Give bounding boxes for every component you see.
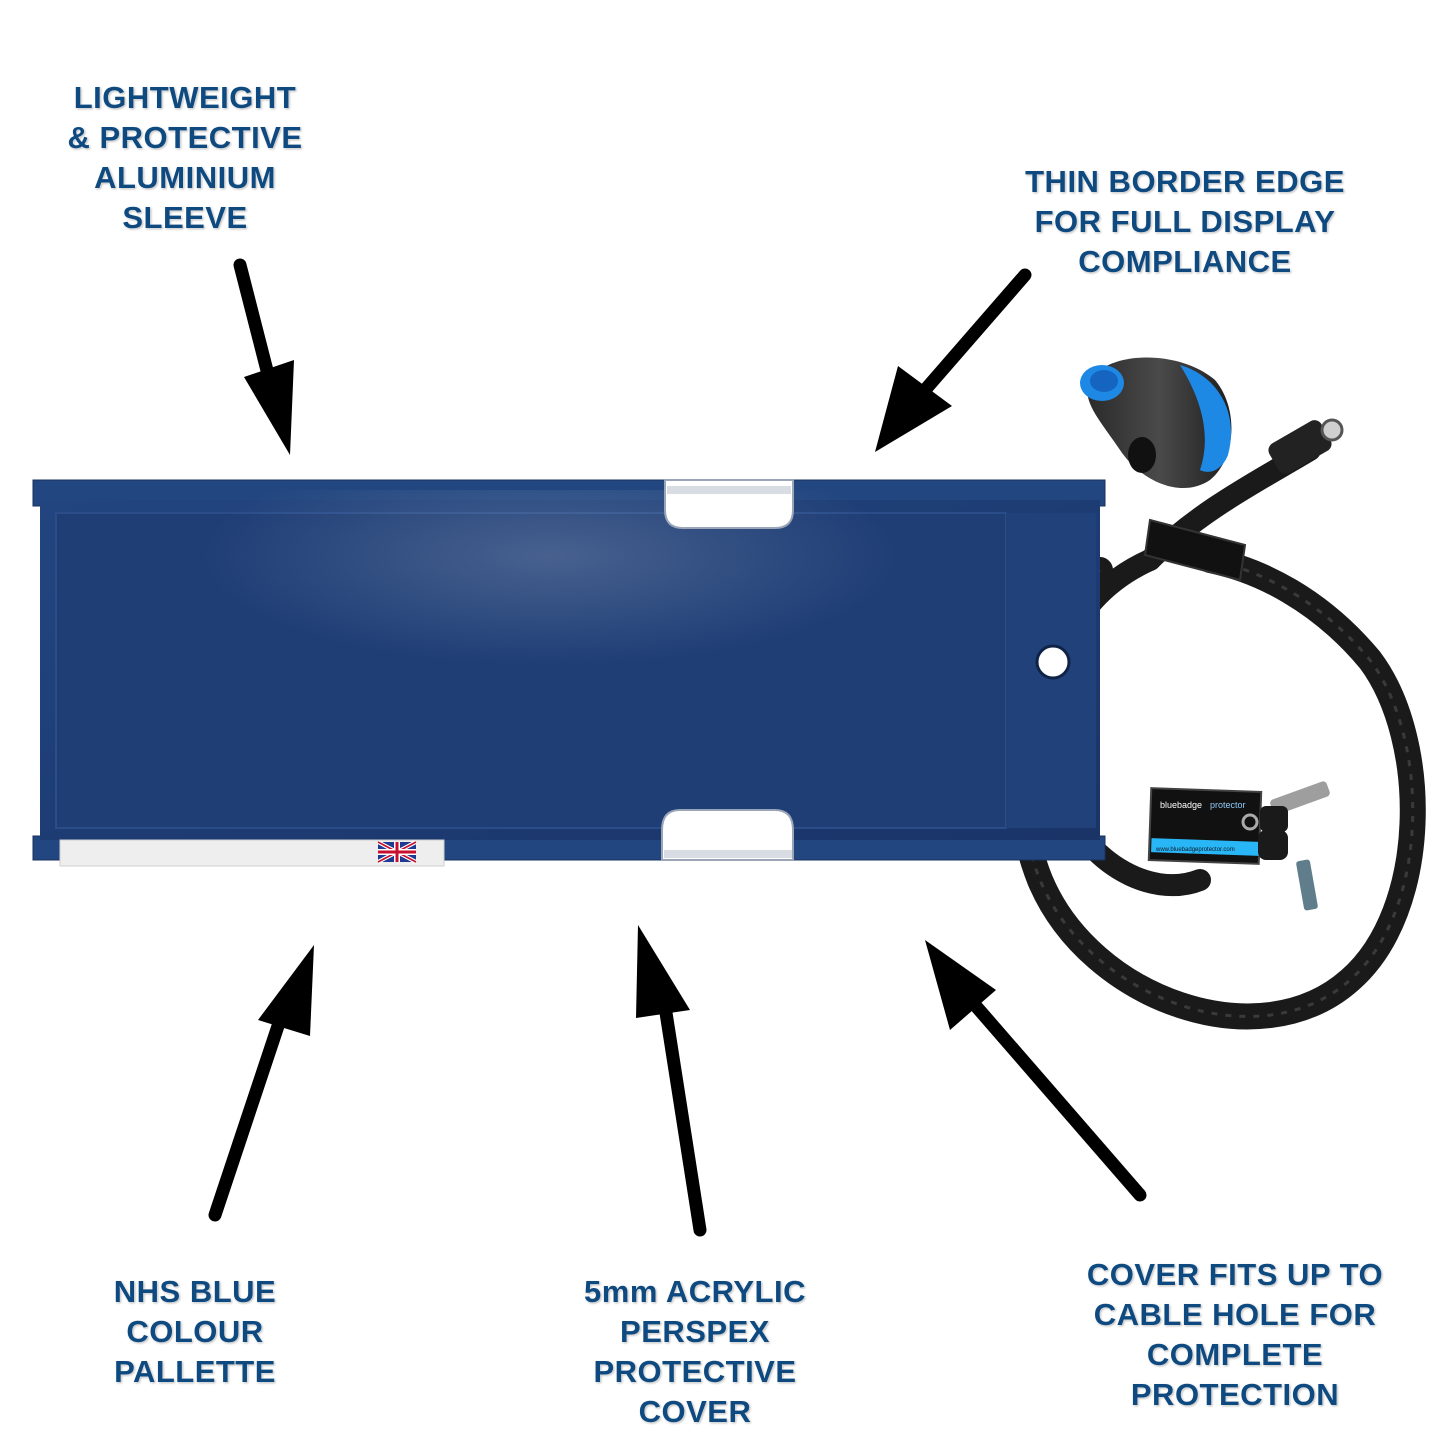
arrow-border <box>875 268 1032 452</box>
annotation-nhs-blue: NHS BLUE COLOUR PALLETTE <box>113 1274 277 1389</box>
key-tag-product: protector <box>1210 800 1246 810</box>
annotation-acrylic-cover: 5mm ACRYLIC PERSPEX PROTECTIVE COVER <box>584 1274 806 1429</box>
key-tag-url: www.bluebadgeprotector.com <box>1155 847 1235 853</box>
badge-holder <box>32 479 1106 867</box>
annotation-aluminium-sleeve: LIGHTWEIGHT & PROTECTIVE ALUMINIUM SLEEV… <box>67 80 303 235</box>
arrow-cable-hole <box>925 940 1147 1202</box>
annotation-thin-border: THIN BORDER EDGE FOR FULL DISPLAY COMPLI… <box>1025 164 1345 279</box>
union-jack-flag-icon <box>377 840 417 864</box>
cable-lock-icon <box>1007 357 1426 1030</box>
key-icon <box>1241 781 1330 911</box>
arrow-sleeve <box>233 258 294 455</box>
arrow-nhs-blue <box>208 945 314 1222</box>
annotation-cable-hole: COVER FITS UP TO CABLE HOLE FOR COMPLETE… <box>1086 1257 1384 1412</box>
key-tag-card: bluebadge protector www.bluebadgeprotect… <box>1147 787 1263 865</box>
key-tag-brand: bluebadge <box>1160 800 1202 810</box>
arrow-acrylic <box>636 925 707 1237</box>
